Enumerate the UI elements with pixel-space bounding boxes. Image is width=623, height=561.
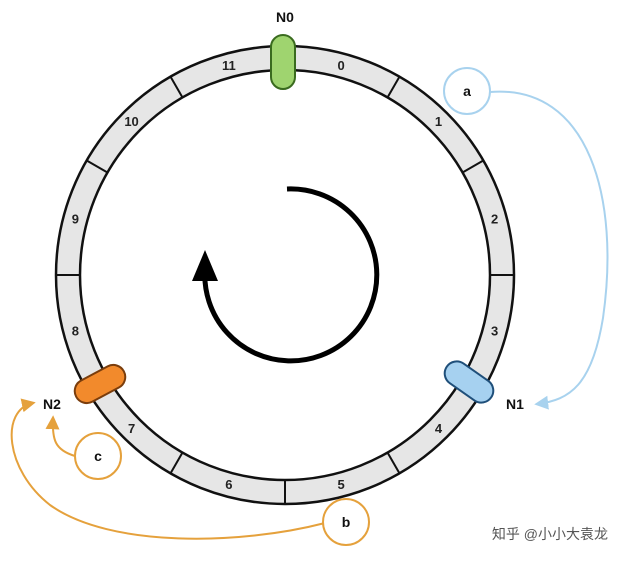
key-c-circle xyxy=(74,432,122,480)
key-a: a xyxy=(443,67,491,115)
node-n2-marker xyxy=(73,363,127,405)
ring-segment-label: 0 xyxy=(338,58,345,73)
key-a-circle xyxy=(443,67,491,115)
key-a-label: a xyxy=(463,83,471,99)
node-n2-label: N2 xyxy=(43,396,61,412)
ring-segment-label: 8 xyxy=(72,324,79,339)
ring-segment-label: 1 xyxy=(435,114,442,129)
key-a-connector xyxy=(489,90,609,410)
key-b: b xyxy=(322,498,370,546)
key-c-label: c xyxy=(94,448,102,464)
key-c-connector xyxy=(45,415,76,457)
ring-segment-label: 2 xyxy=(491,211,498,226)
node-n2: N2 xyxy=(43,363,127,412)
ring-segment-label: 9 xyxy=(72,211,79,226)
ring-segment-label: 10 xyxy=(124,114,138,129)
ring-segment-label: 6 xyxy=(225,477,232,492)
ring-divider xyxy=(169,76,184,98)
node-n1: N1 xyxy=(443,360,524,412)
ring-inner xyxy=(78,68,492,482)
ring-divider xyxy=(86,159,108,174)
watermark: 知乎 @小小大袁龙 xyxy=(492,526,608,542)
ring-segment-label: 7 xyxy=(128,421,135,436)
key-b-circle xyxy=(322,498,370,546)
ring-segment-label: 11 xyxy=(222,58,236,73)
node-n0: N0 xyxy=(270,9,296,90)
ring-divider xyxy=(386,76,401,98)
key-c: c xyxy=(74,432,122,480)
node-n1-label: N1 xyxy=(506,396,524,412)
node-n0-marker xyxy=(270,34,296,90)
rotation-arrow-head xyxy=(192,250,218,281)
ring-segment-label: 4 xyxy=(435,421,443,436)
node-n0-label: N0 xyxy=(276,9,294,25)
node-n1-marker xyxy=(443,360,495,404)
key-b-connector xyxy=(10,398,326,540)
ring-segment-label: 3 xyxy=(491,324,498,339)
ring-divider xyxy=(386,452,401,474)
ring-divider xyxy=(169,452,184,474)
rotation-arrow xyxy=(202,186,380,364)
ring-segment-label: 5 xyxy=(338,477,345,492)
key-b-label: b xyxy=(342,514,351,530)
ring-divider xyxy=(462,159,484,174)
ring-segment-labels: 0 1 2 3 4 5 6 7 8 9 10 11 xyxy=(72,58,498,492)
